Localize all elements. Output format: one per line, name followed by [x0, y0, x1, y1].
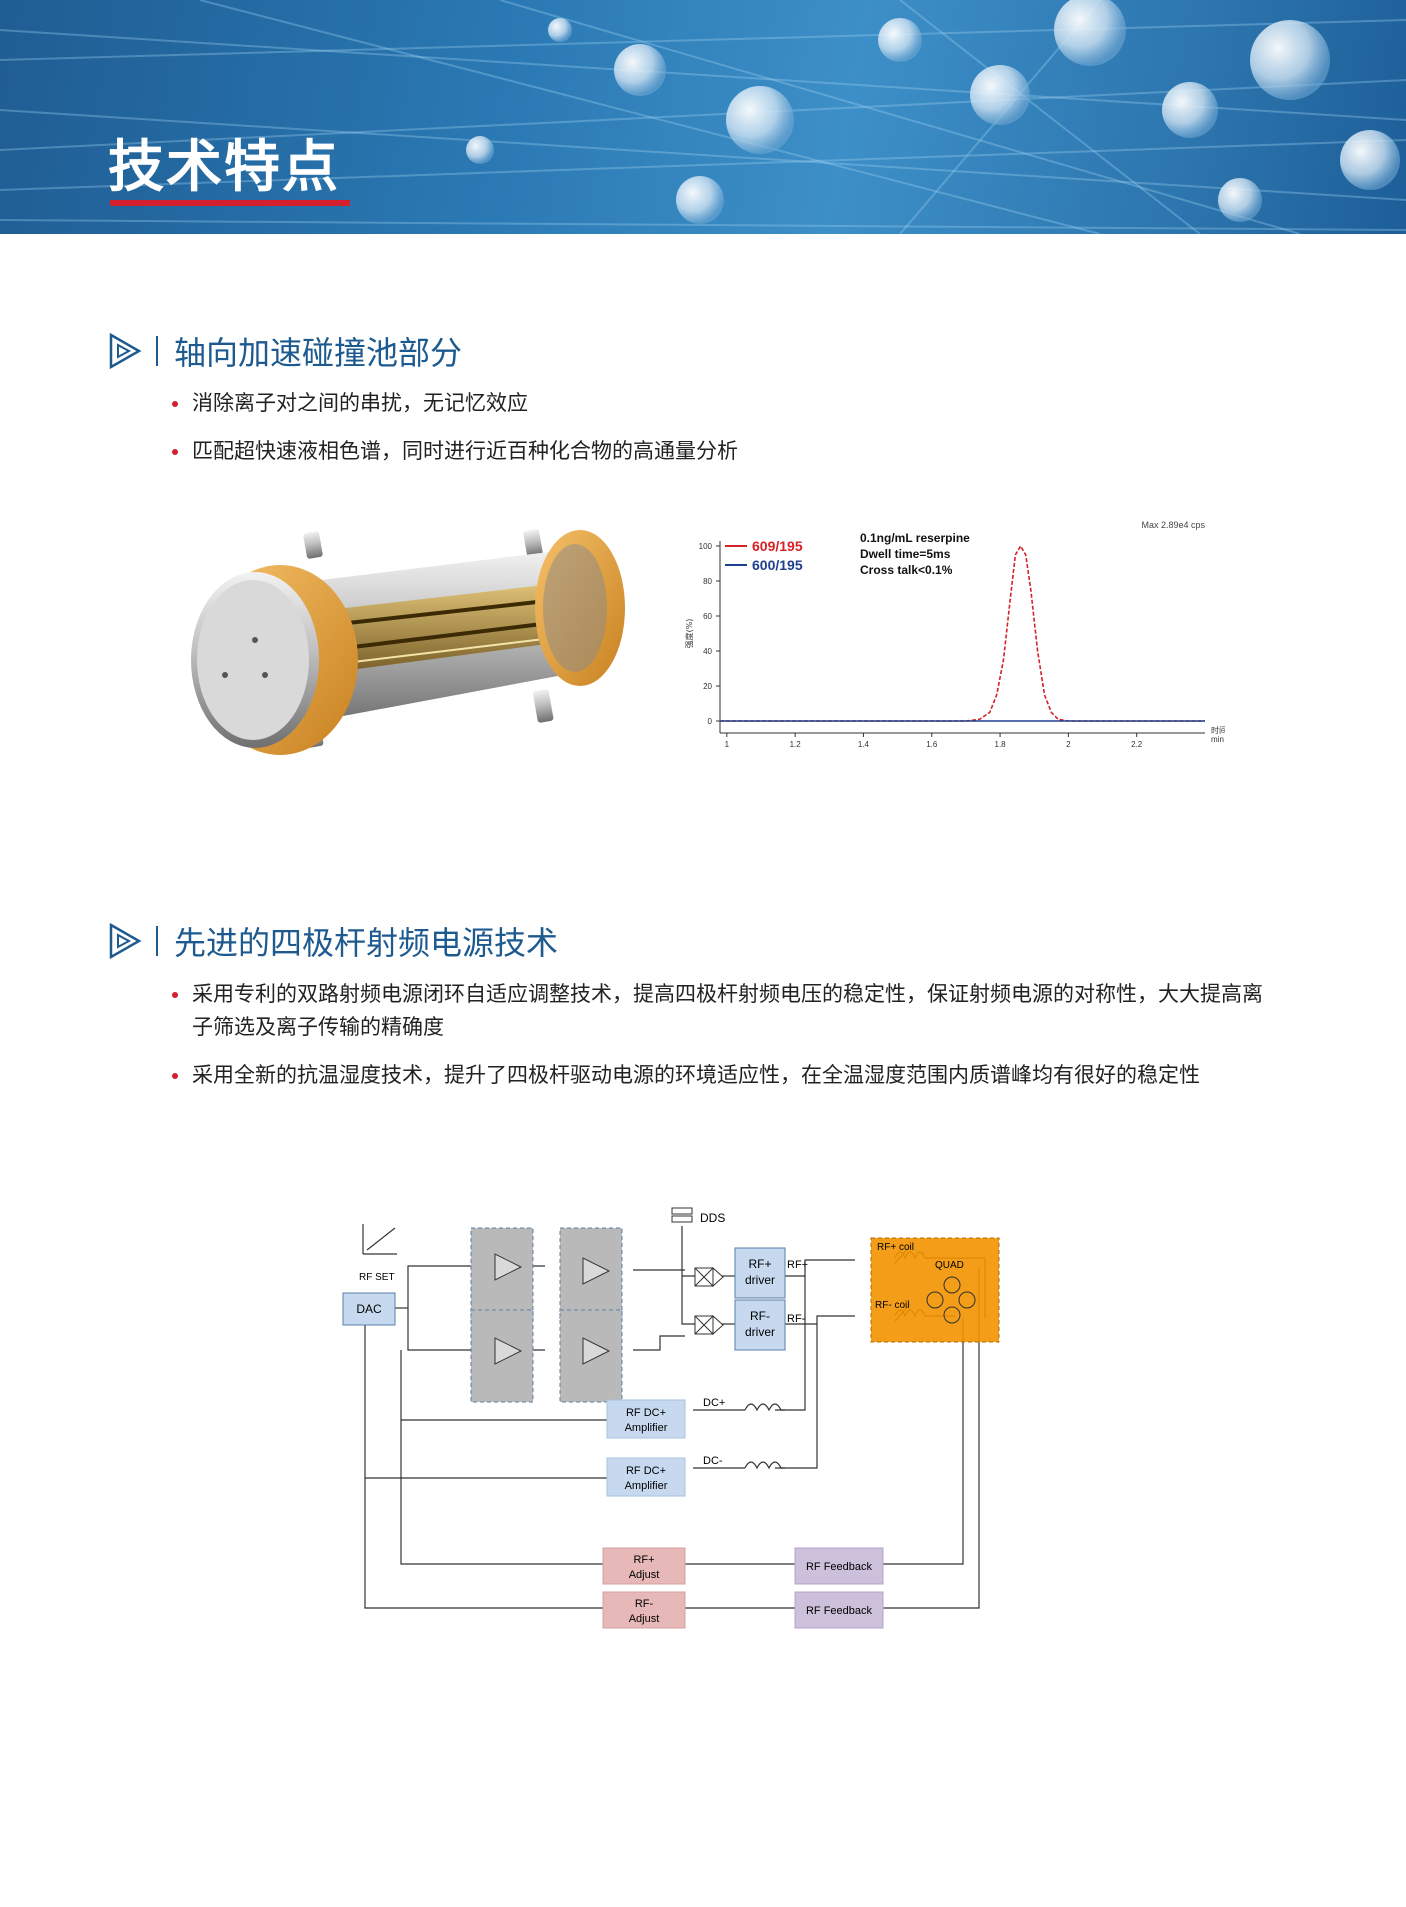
play-arrow-icon	[109, 922, 142, 960]
section-heading-collision-cell: 轴向加速碰撞池部分	[108, 328, 462, 374]
x-tick-label: 1.4	[858, 740, 870, 749]
dc-minus-label: DC-	[703, 1455, 723, 1467]
play-arrow-icon	[109, 332, 142, 370]
collision-cell-image	[191, 529, 625, 755]
dac-block	[342, 1292, 396, 1326]
bullet-list: 采用专利的双路射频电源闭环自适应调整技术，提高四极杆射频电压的稳定性，保证射频电…	[172, 978, 1272, 1107]
x-tick-label: 2.2	[1131, 740, 1143, 749]
y-tick-label: 60	[703, 612, 712, 621]
feedback-label: RF Feedback	[806, 1605, 873, 1617]
y-tick-label: 40	[703, 647, 712, 656]
y-tick-label: 0	[708, 717, 713, 726]
driver-label: driver	[745, 1325, 775, 1339]
dac-label: DAC	[356, 1302, 382, 1316]
dds-label: DDS	[700, 1211, 725, 1225]
amp-label: RF DC+	[626, 1407, 666, 1419]
header-banner: 技术特点	[0, 0, 1406, 234]
list-item: 消除离子对之间的串扰，无记忆效应	[172, 387, 1272, 420]
y-tick-label: 100	[699, 542, 713, 551]
rf-set-label: RF SET	[359, 1272, 395, 1283]
adjust-label: RF+	[633, 1554, 654, 1566]
rf-minus-out-label: RF-	[787, 1313, 806, 1325]
list-item: 匹配超快速液相色谱，同时进行近百种化合物的高通量分析	[172, 435, 1272, 468]
amp-label: Amplifier	[625, 1480, 668, 1492]
dc-amplifier-block	[606, 1457, 686, 1497]
quad-label: QUAD	[935, 1260, 964, 1271]
amplifier-block	[470, 1309, 534, 1403]
adjust-label: Adjust	[629, 1569, 660, 1581]
rf-feedback-block	[794, 1591, 884, 1629]
bullet-list: 消除离子对之间的串扰，无记忆效应 匹配超快速液相色谱，同时进行近百种化合物的高通…	[172, 387, 1272, 483]
y-axis-label: 强度(%)	[684, 619, 694, 649]
rf-plus-out-label: RF+	[787, 1259, 808, 1271]
list-item: 采用全新的抗温湿度技术，提升了四极杆驱动电源的环境适应性，在全温湿度范围内质谱峰…	[172, 1059, 1272, 1092]
amp-label: RF DC+	[626, 1465, 666, 1477]
rf-plus-driver-block	[734, 1247, 786, 1299]
x-tick-label: 2	[1066, 740, 1071, 749]
legend-label: 600/195	[752, 557, 803, 573]
driver-label: driver	[745, 1273, 775, 1287]
x-tick-label: 1.6	[926, 740, 938, 749]
chart-annotation: Cross talk<0.1%	[860, 563, 953, 577]
chart-annotation: 0.1ng/mL reserpine	[860, 531, 970, 545]
heading-separator	[156, 336, 158, 366]
driver-label: RF-	[750, 1309, 770, 1323]
amp-label: Amplifier	[625, 1422, 668, 1434]
rf-minus-adjust-block	[602, 1591, 686, 1629]
page-title: 技术特点	[108, 135, 340, 200]
rf-plus-adjust-block	[602, 1547, 686, 1585]
section-title: 轴向加速碰撞池部分	[174, 334, 463, 372]
x-tick-label: 1.8	[995, 740, 1007, 749]
section-heading-rf-power: 先进的四极杆射频电源技术	[108, 918, 558, 964]
x-axis-label: 时间	[1211, 725, 1225, 735]
series-line-609/195	[720, 544, 1205, 722]
rf-minus-coil-label: RF- coil	[875, 1300, 909, 1311]
rf-plus-coil-label: RF+ coil	[877, 1242, 914, 1253]
feedback-label: RF Feedback	[806, 1561, 873, 1573]
section-title: 先进的四极杆射频电源技术	[174, 924, 559, 962]
banner-background	[0, 0, 1406, 234]
x-tick-label: 1.2	[790, 740, 802, 749]
dc-amplifier-block	[606, 1399, 686, 1439]
x-tick-label: 1	[725, 740, 730, 749]
rf-minus-driver-block	[734, 1299, 786, 1351]
rf-feedback-block	[794, 1547, 884, 1585]
heading-separator	[156, 926, 158, 956]
y-tick-label: 20	[703, 682, 712, 691]
dc-plus-label: DC+	[703, 1397, 725, 1409]
rf-power-block-diagram: DDS RF SET DAC RF+ driver RF- driver RF+…	[342, 1207, 1000, 1629]
chart-annotation: Dwell time=5ms	[860, 547, 951, 561]
driver-label: RF+	[748, 1257, 771, 1271]
adjust-label: RF-	[635, 1598, 654, 1610]
quad-block	[870, 1237, 1000, 1343]
y-tick-label: 80	[703, 577, 712, 586]
x-axis-unit: min	[1211, 735, 1224, 744]
dds-symbol	[671, 1207, 693, 1215]
title-underline	[110, 200, 350, 206]
legend-label: 609/195	[752, 538, 803, 554]
list-item: 采用专利的双路射频电源闭环自适应调整技术，提高四极杆射频电压的稳定性，保证射频电…	[172, 978, 1272, 1044]
max-label: Max 2.89e4 cps	[1141, 520, 1205, 530]
adjust-label: Adjust	[629, 1613, 660, 1625]
